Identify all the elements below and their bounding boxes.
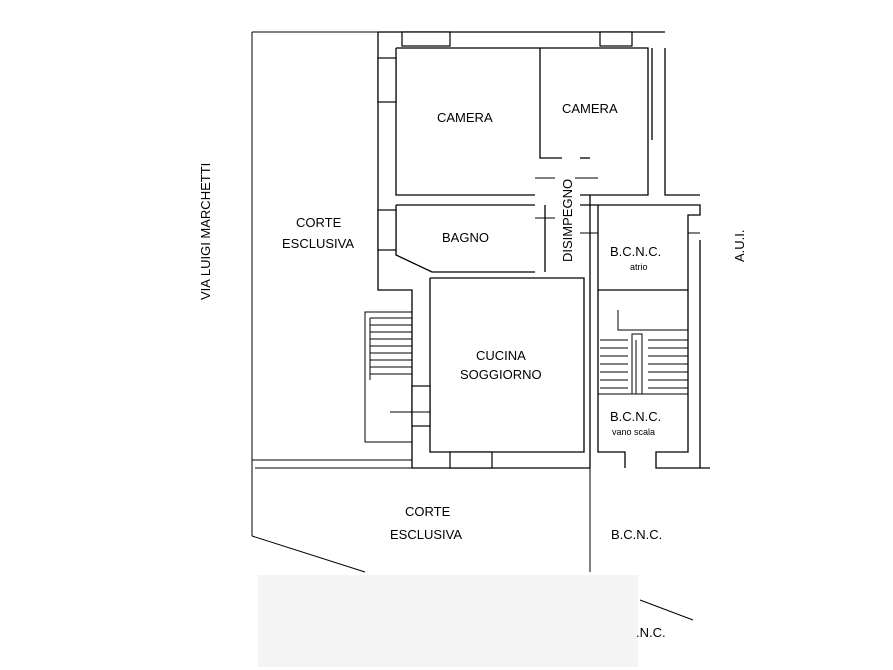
labels: VIA LUIGI MARCHETTI A.U.I. CORTE ESCLUSI… — [198, 101, 747, 640]
aui-label: A.U.I. — [732, 229, 747, 262]
atrio-label: atrio — [630, 262, 648, 272]
disimpegno-label: DISIMPEGNO — [560, 179, 575, 262]
internal-staircase — [598, 310, 688, 395]
corte-bottom-label-1: CORTE — [405, 504, 451, 519]
watermark-blur — [258, 575, 638, 667]
street-label: VIA LUIGI MARCHETTI — [198, 163, 213, 300]
building-walls — [377, 31, 710, 469]
cucina-label: CUCINA — [476, 348, 526, 363]
bagno-label: BAGNO — [442, 230, 489, 245]
camera-1-label: CAMERA — [437, 110, 493, 125]
corte-top-label-2: ESCLUSIVA — [282, 236, 354, 251]
door-marks — [535, 177, 700, 234]
vano-scala-label: vano scala — [612, 427, 655, 437]
bcnc-atrio-label: B.C.N.C. — [610, 244, 661, 259]
camera-2-label: CAMERA — [562, 101, 618, 116]
soggiorno-label: SOGGIORNO — [460, 367, 542, 382]
bcnc-scala-label: B.C.N.C. — [610, 409, 661, 424]
external-staircase — [364, 311, 430, 443]
windows — [377, 31, 633, 469]
bcnc-bottom-label: B.C.N.C. — [611, 527, 662, 542]
corte-bottom-label-2: ESCLUSIVA — [390, 527, 462, 542]
corte-top-label-1: CORTE — [296, 215, 342, 230]
nc-bottom-label: .N.C. — [636, 625, 666, 640]
